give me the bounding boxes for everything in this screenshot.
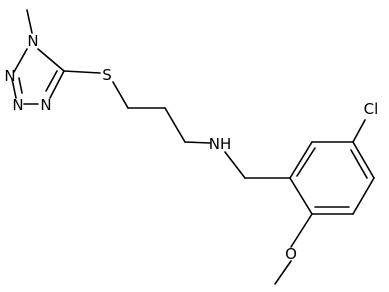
bond-c3-nh: [184, 141, 211, 144]
atom-s: S: [102, 66, 112, 84]
bond-ar-c1-c2: [289, 141, 313, 179]
bond-n4-c5-double: [45, 70, 58, 92]
bond-n2-n3: [11, 78, 17, 99]
atom-nh: NH: [209, 135, 232, 153]
bond-ar-c1-c2-double: [296, 147, 316, 177]
atom-n4: N: [40, 96, 51, 114]
bond-n1-n2: [13, 48, 28, 73]
bond-ar-c6-c1: [289, 177, 313, 215]
atom-cl: Cl: [364, 100, 379, 118]
bond-o-ch3: [274, 260, 292, 285]
bond-ar-c3-c4: [352, 141, 375, 179]
bond-methyl-n1: [26, 9, 33, 34]
bonds: [11, 9, 375, 285]
bond-n1-c5: [37, 48, 65, 72]
bond-n2-n3-double: [18, 77, 23, 94]
atom-n3: N: [12, 96, 23, 114]
atom-n2: N: [4, 67, 15, 85]
bond-s-c1: [112, 81, 129, 109]
bond-ar-c4-c5: [352, 177, 375, 215]
bond-ar-o: [290, 213, 313, 248]
atom-o: O: [285, 245, 297, 263]
bond-ar-cl: [352, 119, 366, 143]
bond-n4-c5: [49, 70, 65, 99]
bond-c5-s: [63, 70, 101, 74]
atom-n1: N: [27, 32, 38, 50]
bond-nh-ch2: [224, 151, 246, 179]
atom-labels: N N N N S NH Cl O: [4, 32, 378, 263]
bond-c2-c3: [164, 107, 186, 143]
bond-ar-c3-c4-double: [350, 149, 368, 179]
